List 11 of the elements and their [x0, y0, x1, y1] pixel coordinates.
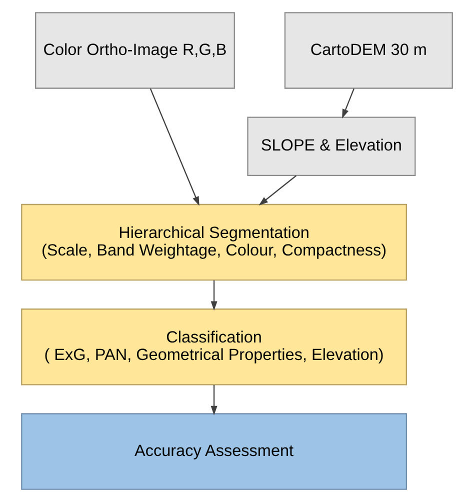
arrow	[150, 88, 200, 206]
node-box: Hierarchical Segmentation (Scale, Band Weightage, Colour, Compactness)	[21, 204, 407, 281]
arrow	[210, 385, 218, 416]
arrow	[210, 280, 218, 311]
node-box: Classification ( ExG, PAN, Geometrical Properties, Elevation)	[21, 308, 407, 386]
node-box: SLOPE & Elevation	[247, 116, 416, 176]
node-box: Color Ortho-Image R,G,B	[35, 12, 235, 89]
arrow	[342, 88, 354, 118]
node-box: Accuracy Assessment	[21, 413, 407, 490]
arrow	[258, 175, 297, 206]
node-box: CartoDEM 30 m	[284, 12, 453, 89]
